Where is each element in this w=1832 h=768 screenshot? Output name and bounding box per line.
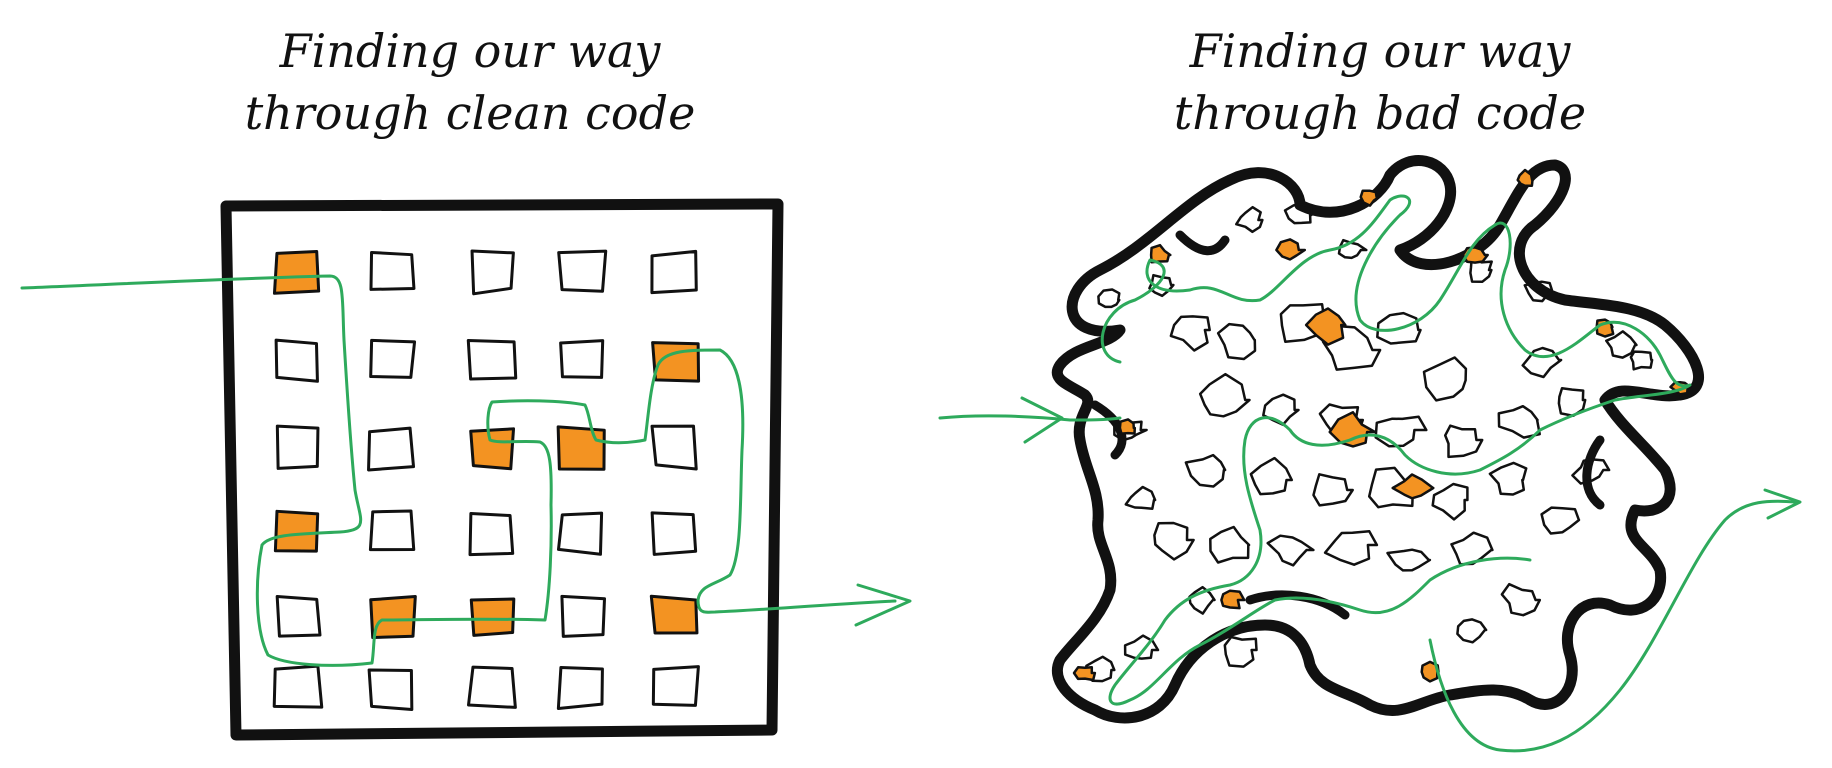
code-fragment xyxy=(1605,330,1638,359)
code-cell xyxy=(274,338,319,383)
code-fragment xyxy=(1279,303,1326,343)
code-fragment xyxy=(1266,534,1315,567)
code-cell xyxy=(275,424,320,470)
highlighted-code-fragment xyxy=(1220,589,1246,610)
clean-code-frame xyxy=(220,198,784,741)
highlighted-code-fragment xyxy=(1275,238,1307,261)
code-cell xyxy=(467,665,517,709)
code-cell xyxy=(466,338,518,381)
highlighted-code-cell xyxy=(273,509,320,553)
clean-code-diagram xyxy=(20,198,912,741)
code-fragment xyxy=(1571,458,1611,485)
bad-code-exit-arrowhead xyxy=(1763,488,1802,520)
bad-code-caption-line1: Finding our way xyxy=(1189,24,1571,78)
code-fragment xyxy=(1223,635,1258,668)
code-cell xyxy=(650,511,698,556)
code-fragment xyxy=(1488,461,1528,496)
highlighted-code-fragment xyxy=(1328,411,1377,448)
code-fragment xyxy=(1123,634,1160,660)
bad-code-route xyxy=(1100,194,1692,706)
highlighted-code-cell xyxy=(272,249,321,295)
code-fragment xyxy=(1523,280,1554,303)
code-cell xyxy=(650,424,698,471)
code-cell xyxy=(650,249,698,295)
code-cell xyxy=(275,595,322,638)
highlighted-code-cell xyxy=(556,425,606,471)
code-cell xyxy=(559,339,605,379)
bad-code-inner-notch-right xyxy=(1582,435,1605,510)
code-fragment xyxy=(1469,256,1493,283)
clean-code-caption-line2: through clean code xyxy=(244,86,696,140)
code-fragment xyxy=(1216,322,1257,361)
highlighted-code-fragment xyxy=(1149,243,1172,264)
code-cell xyxy=(369,250,416,291)
code-fragment xyxy=(1249,456,1294,496)
code-fragment xyxy=(1431,482,1469,521)
code-fragment xyxy=(1374,415,1428,448)
bad-code-entry-arrowhead xyxy=(1020,396,1064,444)
code-fragment xyxy=(1097,288,1121,309)
code-cell xyxy=(367,426,416,472)
highlighted-code-cell xyxy=(649,594,699,635)
code-cell xyxy=(556,666,604,710)
clean-code-route xyxy=(20,274,897,667)
bad-code-caption-line2: through bad code xyxy=(1173,86,1587,140)
bad-code-inner-notch-bottom xyxy=(1245,590,1350,620)
clean-code-caption-line1: Finding our way xyxy=(279,24,661,78)
code-fragment xyxy=(1083,655,1116,683)
highlighted-code-fragment xyxy=(1304,307,1347,346)
highlighted-code-fragment xyxy=(1391,473,1435,500)
code-fragment xyxy=(1497,404,1541,439)
clean-code-caption: Finding our way through clean code xyxy=(120,20,820,144)
code-fragment xyxy=(1323,530,1379,566)
code-cell xyxy=(369,338,417,379)
code-cell xyxy=(368,509,416,552)
code-fragment xyxy=(1386,548,1432,572)
highlighted-code-cell xyxy=(369,594,417,639)
code-fragment xyxy=(1262,393,1300,426)
clean-code-exit-arrowhead xyxy=(854,583,912,627)
highlighted-code-cell xyxy=(469,597,516,637)
bad-code-caption: Finding our way through bad code xyxy=(1030,20,1730,144)
code-fragment xyxy=(1500,582,1542,617)
highlighted-code-fragment xyxy=(1359,189,1381,207)
code-fragment xyxy=(1209,525,1251,564)
code-fragment xyxy=(1153,521,1195,561)
code-cell xyxy=(468,511,515,557)
highlighted-code-fragment xyxy=(1118,418,1137,435)
code-cell xyxy=(560,594,607,638)
bad-code-exit-route xyxy=(1428,499,1797,753)
bad-code-inner-notch-top xyxy=(1175,230,1230,256)
code-fragment xyxy=(1113,420,1148,442)
code-fragment xyxy=(1456,618,1488,644)
code-fragment xyxy=(1629,350,1654,371)
code-cell xyxy=(557,249,608,293)
bad-code-diagram xyxy=(938,155,1802,753)
code-fragment xyxy=(1124,485,1157,511)
code-cell xyxy=(470,249,515,296)
code-fragment xyxy=(1312,473,1354,507)
highlighted-code-cell xyxy=(469,427,516,471)
code-fragment xyxy=(1540,506,1581,535)
code-cell xyxy=(556,511,604,556)
bad-code-fragments xyxy=(1072,168,1692,683)
code-cell xyxy=(367,668,414,711)
highlighted-code-fragment xyxy=(1516,168,1534,188)
code-fragment xyxy=(1198,372,1251,418)
clean-code-cells xyxy=(272,249,701,711)
code-cell xyxy=(272,664,324,709)
highlighted-code-fragment xyxy=(1072,665,1097,682)
code-fragment xyxy=(1283,203,1313,225)
code-fragment xyxy=(1184,453,1227,488)
code-fragment xyxy=(1443,424,1484,459)
code-cell xyxy=(651,665,700,707)
code-fragment xyxy=(1235,205,1264,234)
code-fragment xyxy=(1422,356,1468,402)
code-fragment xyxy=(1169,315,1211,352)
